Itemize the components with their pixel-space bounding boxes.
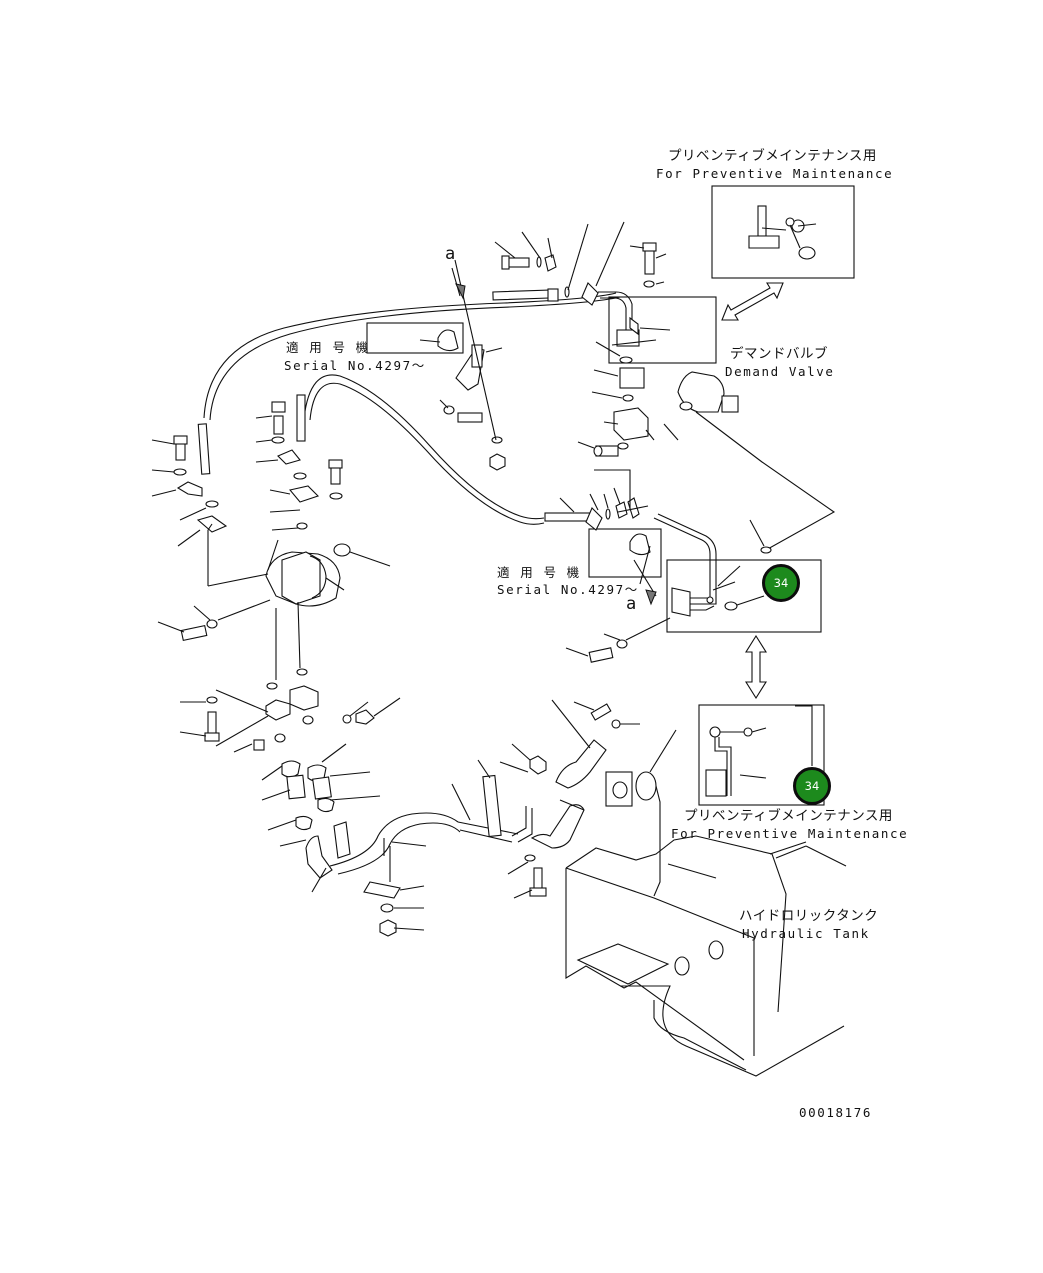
demand-valve: [577, 341, 836, 554]
ref-arrow-bottom: [594, 469, 657, 606]
hydraulic-tank: [565, 785, 847, 1077]
serial-box-middle: [588, 528, 662, 578]
hose-middle: [303, 374, 640, 531]
serial-label-top-jp: 適 用 号 機: [286, 340, 370, 355]
serial-label-middle-jp: 適 用 号 機: [497, 565, 581, 580]
callout-34-lower[interactable]: 34: [793, 767, 831, 805]
demand-valve-label-jp: デマンドバルブ: [730, 346, 828, 362]
ref-label-a-top: a: [445, 244, 456, 264]
ref-label-a-bottom: a: [626, 594, 637, 614]
serial-label-middle-en: Serial No.4297～: [497, 582, 639, 597]
lower-bolt: [565, 617, 671, 663]
callout-34-upper[interactable]: 34: [762, 564, 800, 602]
demand-valve-label-en: Demand Valve: [725, 364, 835, 379]
top-bolts: [494, 221, 667, 298]
pm-inset-top: [711, 185, 855, 279]
fitting-inset-middle: [653, 513, 822, 633]
pm-label-top-jp: プリベンティブメインテナンス用: [668, 148, 877, 164]
drawing-number: 00018176: [799, 1105, 873, 1120]
pm-label-bottom-jp: プリベンティブメインテナンス用: [684, 808, 893, 824]
ref-arrow-top: [451, 267, 466, 300]
hydraulic-tank-label-jp: ハイドロリックタンク: [739, 908, 879, 924]
hose-top: [203, 282, 717, 421]
connector-arrows: [721, 282, 784, 700]
serial-label-top-en: Serial No.4297～: [284, 358, 426, 373]
suction-piping: [179, 685, 677, 937]
pm-inset-bottom: [698, 704, 825, 806]
pump: [151, 394, 391, 690]
hydraulic-tank-label-en: Hydraulic Tank: [742, 926, 870, 941]
pm-label-top-en: For Preventive Maintenance: [656, 166, 894, 181]
serial-box-top: [366, 322, 464, 354]
pm-label-bottom-en: For Preventive Maintenance: [671, 826, 909, 841]
